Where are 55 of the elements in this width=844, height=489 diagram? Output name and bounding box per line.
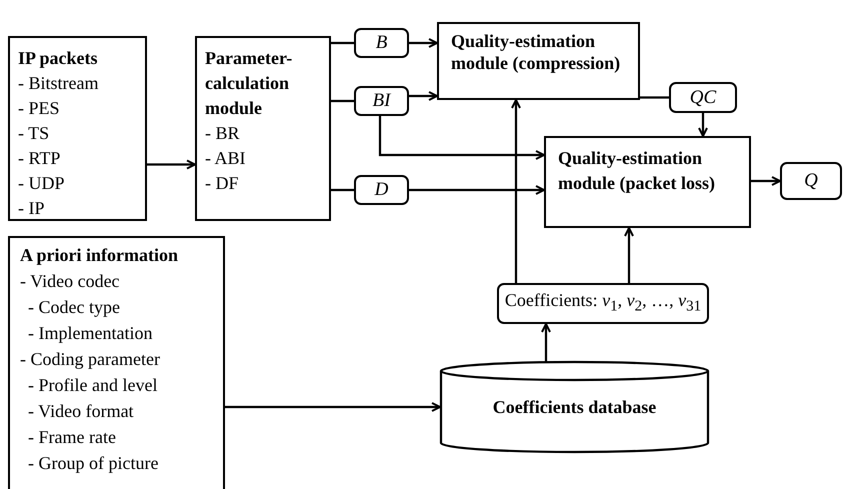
node-heading: Quality-estimation module (compression) bbox=[451, 30, 622, 74]
list-item: - Frame rate bbox=[27, 426, 116, 449]
node-label: Coefficients database bbox=[492, 396, 656, 419]
arrow bbox=[624, 227, 634, 283]
arrow bbox=[378, 116, 545, 160]
list-item: - Coding parameter bbox=[20, 348, 160, 371]
module-box bbox=[437, 22, 640, 100]
module-box bbox=[195, 36, 331, 221]
arrow bbox=[147, 160, 196, 170]
connector-line bbox=[640, 96, 669, 99]
node-label: Q bbox=[804, 169, 818, 193]
node-label: BI bbox=[372, 89, 390, 113]
node-label: B bbox=[376, 31, 388, 55]
node-heading: IP packets bbox=[18, 47, 98, 70]
module-box bbox=[544, 136, 751, 228]
signal-node bbox=[354, 175, 409, 205]
signal-node bbox=[669, 82, 737, 113]
arrow bbox=[409, 91, 438, 101]
connector-line bbox=[331, 42, 354, 44]
arrow bbox=[751, 176, 781, 186]
arrow bbox=[409, 185, 545, 195]
signal-node bbox=[354, 86, 409, 116]
signal-node bbox=[780, 162, 842, 200]
list-item: - Group of picture bbox=[27, 452, 158, 475]
list-item: - BR bbox=[205, 122, 240, 145]
list-item: - ABI bbox=[205, 147, 246, 170]
signal-node bbox=[497, 283, 709, 324]
signal-node bbox=[354, 28, 409, 58]
arrow bbox=[409, 38, 438, 48]
list-item: - Profile and level bbox=[27, 374, 158, 397]
list-item: - Video format bbox=[27, 400, 134, 423]
connector-line bbox=[331, 100, 354, 102]
list-item: - PES bbox=[18, 97, 60, 120]
list-item: - UDP bbox=[18, 172, 65, 195]
node-heading: Parameter-calculation module bbox=[205, 47, 294, 120]
list-item: - Codec type bbox=[27, 296, 120, 319]
list-item: - RTP bbox=[18, 147, 60, 170]
list-item: - TS bbox=[18, 122, 50, 145]
list-item: - DF bbox=[205, 172, 239, 195]
arrow bbox=[541, 323, 551, 362]
arrow bbox=[225, 402, 441, 412]
connector-line bbox=[331, 188, 354, 192]
node-heading: A priori information bbox=[20, 244, 178, 267]
list-item: - Bitstream bbox=[18, 72, 98, 95]
module-box bbox=[8, 236, 225, 489]
list-item: - IP bbox=[18, 197, 44, 220]
node-label: D bbox=[374, 178, 388, 202]
node-label: QC bbox=[690, 86, 716, 110]
module-box bbox=[8, 36, 147, 221]
node-label: Coefficients: v$_{1}$, v$_{2}$, …, v$_{31}$ bbox=[504, 289, 702, 317]
list-item: - Video codec bbox=[20, 270, 120, 293]
list-item: - Implementation bbox=[27, 322, 152, 345]
arrow bbox=[698, 113, 708, 137]
node-heading: Quality-estimation module (packet loss) bbox=[558, 147, 716, 195]
arrow bbox=[511, 99, 521, 283]
